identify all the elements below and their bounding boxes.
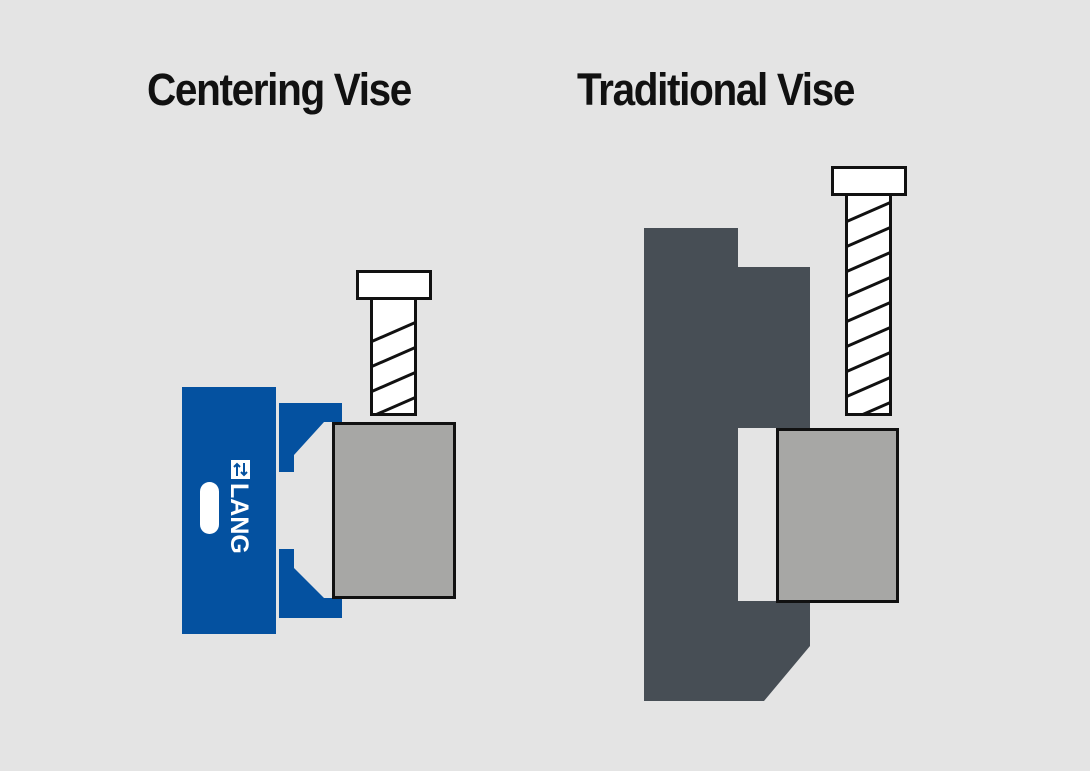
centering-vise-bolt [356,270,432,416]
traditional-vise-title: Traditional Vise [577,64,855,115]
lang-logo-text: LANG [225,483,253,554]
centering-vise-title: Centering Vise [147,64,412,115]
traditional-vise-workpiece [776,428,899,603]
bolt-head [831,166,907,196]
centering-vise: LANG [182,270,456,634]
centering-vise-slot [200,482,219,534]
traditional-vise-body [644,228,810,701]
centering-vise-workpiece [332,422,456,599]
bolt-head [356,270,432,300]
centering-vise-body [182,387,276,634]
traditional-vise [644,166,907,701]
lang-logo: LANG [225,460,253,554]
centering-vise-upper-tooth [279,403,342,472]
traditional-vise-bolt [831,166,907,416]
double-arrow-icon [231,460,250,479]
centering-vise-lower-tooth [279,549,342,618]
